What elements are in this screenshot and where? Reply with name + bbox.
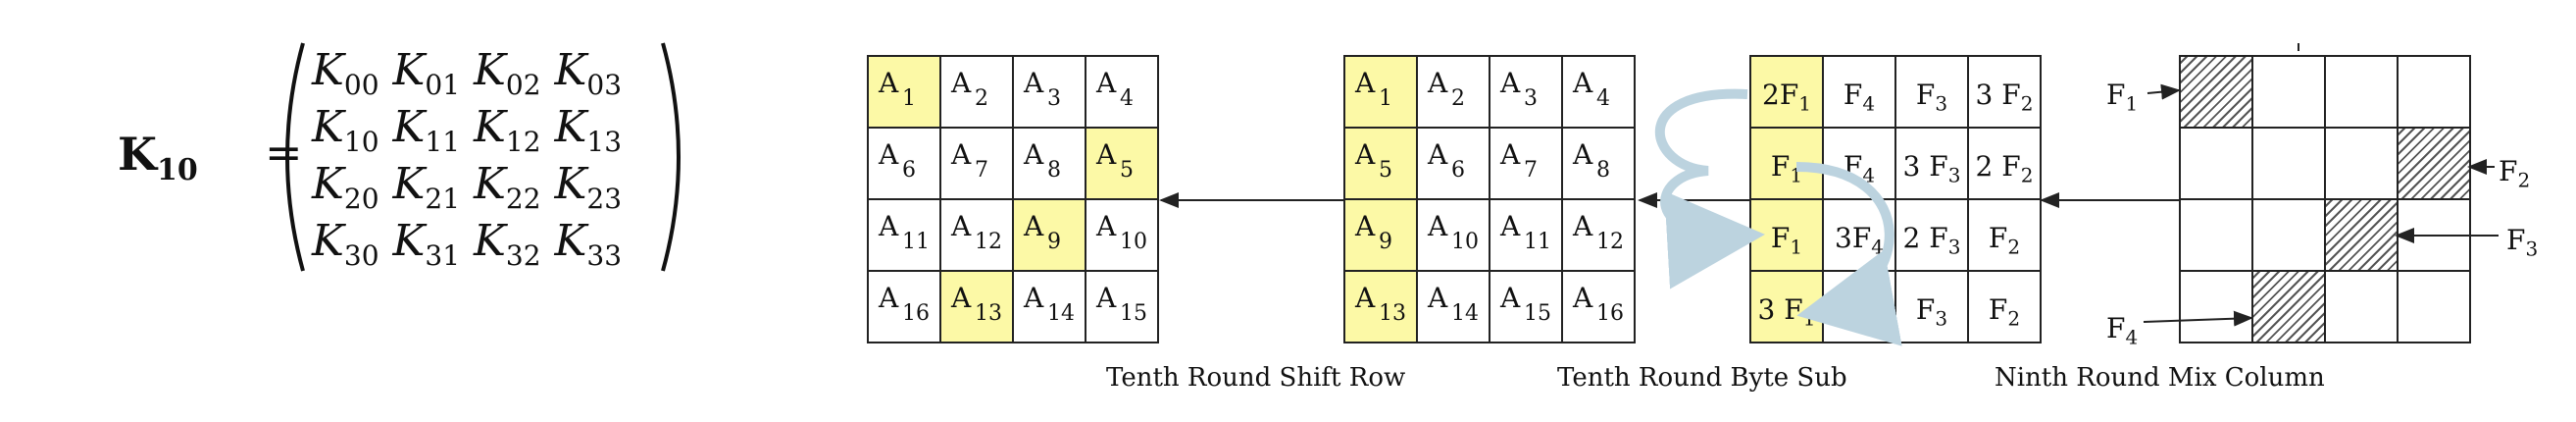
matrix-entry: K22 [474,159,541,215]
grid-cell [2326,129,2399,200]
byte-sub-caption: Tenth Round Byte Sub [1557,363,1847,393]
grid-cell [2181,129,2253,200]
shift-row-caption: Tenth Round Shift Row [1106,363,1406,393]
arrow-f1 [2147,83,2181,100]
matrix-entry: K30 [312,216,379,272]
grid-cell [2253,129,2326,200]
mix-column-grid [2179,55,2471,343]
grid-cell [2399,57,2471,129]
grid-cell: 2 F3 [1896,200,1969,272]
hatched-cell [2253,272,2326,343]
hatched-cell [2181,57,2253,129]
grid-cell [2253,200,2326,272]
f1-label: F1 [2106,79,2139,116]
matrix-entry: K13 [554,102,623,158]
matrix-entry: K21 [392,159,461,215]
equals-sign: = [265,126,303,179]
grid-cell [2253,57,2326,129]
matrix-entry: K32 [474,216,541,272]
grid-cell [2399,272,2471,343]
hatched-cell [2399,129,2471,200]
matrix-entry: K11 [392,102,461,158]
f4-label: F4 [2106,312,2139,349]
matrix-entry: K00 [312,45,379,101]
grid-cell [2181,272,2253,343]
right-paren [661,42,681,272]
matrix-entry: K20 [312,159,379,215]
matrix-entry: K10 [312,102,379,158]
matrix-entry: K02 [474,45,541,101]
arrow-f4 [2143,310,2253,327]
matrix-entry: K03 [554,45,623,101]
grid-cell: 2F1 [1751,57,1824,129]
grid-cell: F3 [1896,272,1969,343]
matrix-entry: K12 [474,102,541,158]
curve-arrow-right [1795,162,1902,346]
matrix-entry: K01 [392,45,461,101]
matrix-entry: K23 [554,159,623,215]
grid-cell: F3 [1896,57,1969,129]
grid-cell: F2 [1969,200,2042,272]
mix-column-caption: Ninth Round Mix Column [1995,363,2325,393]
matrix-entry: K33 [554,216,623,272]
grid-cell: 3 F3 [1896,129,1969,200]
grid-cell [2326,57,2399,129]
grid-cell: 3 F2 [1969,57,2042,129]
matrix-symbol: K10 [118,128,198,188]
f2-label: F2 [2499,155,2531,192]
grid-cell [2181,200,2253,272]
grid-cell: 2 F2 [1969,129,2042,200]
hatched-cell [2326,200,2399,272]
curve-arrow-left [1654,88,1765,290]
f3-label: F3 [2506,224,2539,261]
left-paren [285,42,305,272]
grid-cell: F4 [1824,57,1896,129]
matrix-entry: K31 [392,216,461,272]
grid-cell: F2 [1969,272,2042,343]
grid-cell [2326,272,2399,343]
